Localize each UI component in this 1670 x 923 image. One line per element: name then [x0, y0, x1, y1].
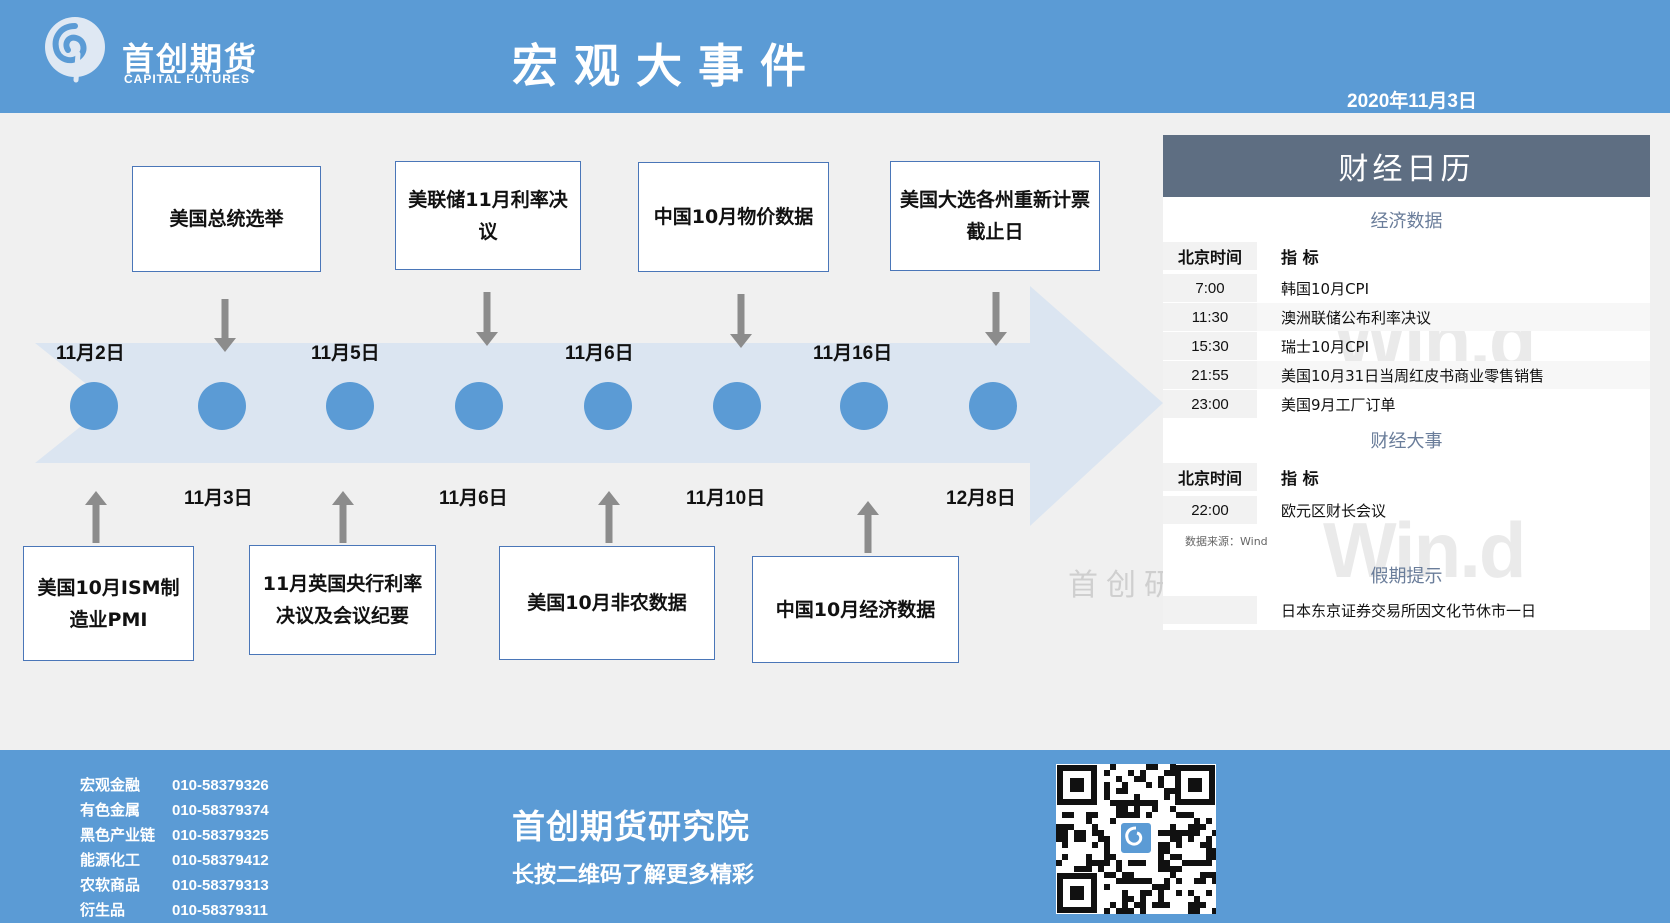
connector-arrow-down-2	[476, 292, 498, 346]
contact-line: 农软商品 010-58379313	[80, 874, 269, 895]
timeline-graphic	[35, 286, 1163, 553]
qr-slogan: 长按二维码了解更多精彩	[512, 863, 755, 888]
econ-row-item: 韩国10月CPI	[1281, 279, 1370, 298]
timeline-node-3	[326, 382, 374, 430]
econ-row-time: 21:55	[1163, 361, 1257, 389]
page-title: 宏观大事件	[512, 39, 822, 93]
date-label-bottom-3: 11月10日	[686, 488, 766, 509]
date-label-top-2: 11月5日	[311, 343, 380, 364]
holiday-row-item: 日本东京证券交易所因文化节休市一日	[1281, 601, 1537, 620]
calendar-section-econ: 经济数据	[1370, 211, 1443, 232]
contact-phone: 010-58379412	[172, 852, 269, 869]
econ-row-time: 23:00	[1163, 390, 1257, 418]
contact-phone: 010-58379326	[172, 777, 269, 794]
timeline-node-2	[198, 382, 246, 430]
econ-row: 23:00 美国9月工厂订单	[1163, 390, 1650, 418]
econ-row: 11:30 澳洲联储公布利率决议	[1163, 303, 1650, 331]
calendar-section-holiday: 假期提示	[1370, 566, 1443, 587]
events-table-header: 北京时间 指 标	[1163, 463, 1650, 491]
connector-arrow-down-1	[214, 299, 236, 352]
econ-row-time: 7:00	[1163, 274, 1257, 302]
event-box-bottom-2: 11月英国央行利率决议及会议纪要	[249, 545, 436, 655]
data-source-note: 数据来源：Wind	[1185, 535, 1268, 548]
econ-row-time: 11:30	[1163, 303, 1257, 331]
logo-name-en: CAPITAL FUTURES	[124, 72, 250, 86]
report-date: 2020年11月3日	[1347, 91, 1477, 112]
contact-phone: 010-58379313	[172, 877, 269, 894]
contact-dept: 宏观金融	[80, 776, 141, 794]
date-label-bottom-1: 11月3日	[184, 488, 253, 509]
qr-code-icon[interactable]	[1056, 764, 1216, 914]
institute-name: 首创期货研究院	[512, 807, 750, 846]
date-label-top-1: 11月2日	[56, 343, 125, 364]
calendar-section-events: 财经大事	[1370, 431, 1443, 452]
contact-line: 能源化工 010-58379412	[80, 849, 269, 870]
econ-row: 15:30 瑞士10月CPI	[1163, 332, 1650, 360]
shouchuang-watermark: 首创研	[1068, 568, 1182, 603]
header-item: 指 标	[1281, 469, 1319, 488]
contact-dept: 衍生品	[80, 901, 126, 919]
econ-row: 21:55 美国10月31日当周红皮书商业零售销售	[1163, 361, 1650, 389]
header-time: 北京时间	[1163, 242, 1257, 270]
timeline-node-7	[840, 382, 888, 430]
contact-line: 衍生品 010-58379311	[80, 899, 268, 920]
connector-arrow-down-4	[985, 292, 1007, 346]
capital-futures-logo-icon	[45, 17, 105, 83]
contact-phone: 010-58379311	[172, 902, 268, 919]
timeline-node-1	[70, 382, 118, 430]
timeline-node-4	[455, 382, 503, 430]
event-box-bottom-3: 美国10月非农数据	[499, 546, 715, 660]
econ-row-time: 15:30	[1163, 332, 1257, 360]
timeline-node-6	[713, 382, 761, 430]
contact-phone: 010-58379325	[172, 827, 269, 844]
econ-row-item: 澳洲联储公布利率决议	[1257, 303, 1650, 331]
timeline-node-8	[969, 382, 1017, 430]
date-label-top-3: 11月6日	[565, 343, 634, 364]
event-row: 22:00 欧元区财长会议	[1163, 496, 1650, 524]
econ-row-item: 美国9月工厂订单	[1281, 395, 1396, 414]
date-label-bottom-2: 11月6日	[439, 488, 508, 509]
contact-dept: 农软商品	[80, 876, 141, 894]
holiday-row: 日本东京证券交易所因文化节休市一日	[1163, 596, 1650, 624]
connector-arrow-up-1	[85, 491, 107, 543]
event-box-top-3: 中国10月物价数据	[638, 162, 829, 272]
event-box-top-4: 美国大选各州重新计票截止日	[890, 161, 1100, 271]
header-item: 指 标	[1281, 248, 1319, 267]
header-time: 北京时间	[1163, 463, 1257, 491]
econ-row: 7:00 韩国10月CPI	[1163, 274, 1650, 302]
contact-dept: 能源化工	[80, 851, 141, 869]
finance-calendar-panel: 财经日历 Win.d Win.d 经济数据 北京时间 指 标 7:00 韩国10…	[1163, 135, 1650, 630]
date-label-bottom-4: 12月8日	[946, 488, 1016, 509]
connector-arrow-up-2	[332, 491, 354, 543]
header-bar	[0, 0, 1670, 113]
contact-dept: 黑色产业链	[80, 826, 156, 844]
event-box-top-1: 美国总统选举	[132, 166, 321, 272]
connector-arrow-down-3	[730, 294, 752, 348]
connector-arrow-up-4	[857, 501, 879, 553]
timeline-node-5	[584, 382, 632, 430]
econ-row-item: 瑞士10月CPI	[1281, 337, 1370, 356]
date-label-top-4: 11月16日	[813, 343, 893, 364]
econ-table-header: 北京时间 指 标	[1163, 242, 1650, 270]
event-row-item: 欧元区财长会议	[1281, 501, 1387, 520]
calendar-title: 财经日历	[1163, 135, 1650, 197]
contact-line: 宏观金融 010-58379326	[80, 774, 269, 795]
contact-phone: 010-58379374	[172, 802, 269, 819]
wind-watermark-2: Win.d	[1323, 506, 1527, 594]
logo-name-cn: 首创期货	[122, 40, 259, 78]
contact-line: 有色金属 010-58379374	[80, 799, 269, 820]
contact-line: 黑色产业链 010-58379325	[80, 824, 269, 845]
holiday-row-time	[1163, 596, 1257, 624]
contact-dept: 有色金属	[80, 801, 141, 819]
connector-arrow-up-3	[598, 491, 620, 543]
footer-bar	[0, 750, 1670, 923]
event-box-bottom-4: 中国10月经济数据	[752, 556, 959, 663]
event-row-time: 22:00	[1163, 496, 1257, 524]
event-box-top-2: 美联储11月利率决议	[395, 161, 581, 270]
econ-row-item: 美国10月31日当周红皮书商业零售销售	[1257, 361, 1650, 389]
event-box-bottom-1: 美国10月ISM制造业PMI	[23, 546, 194, 661]
